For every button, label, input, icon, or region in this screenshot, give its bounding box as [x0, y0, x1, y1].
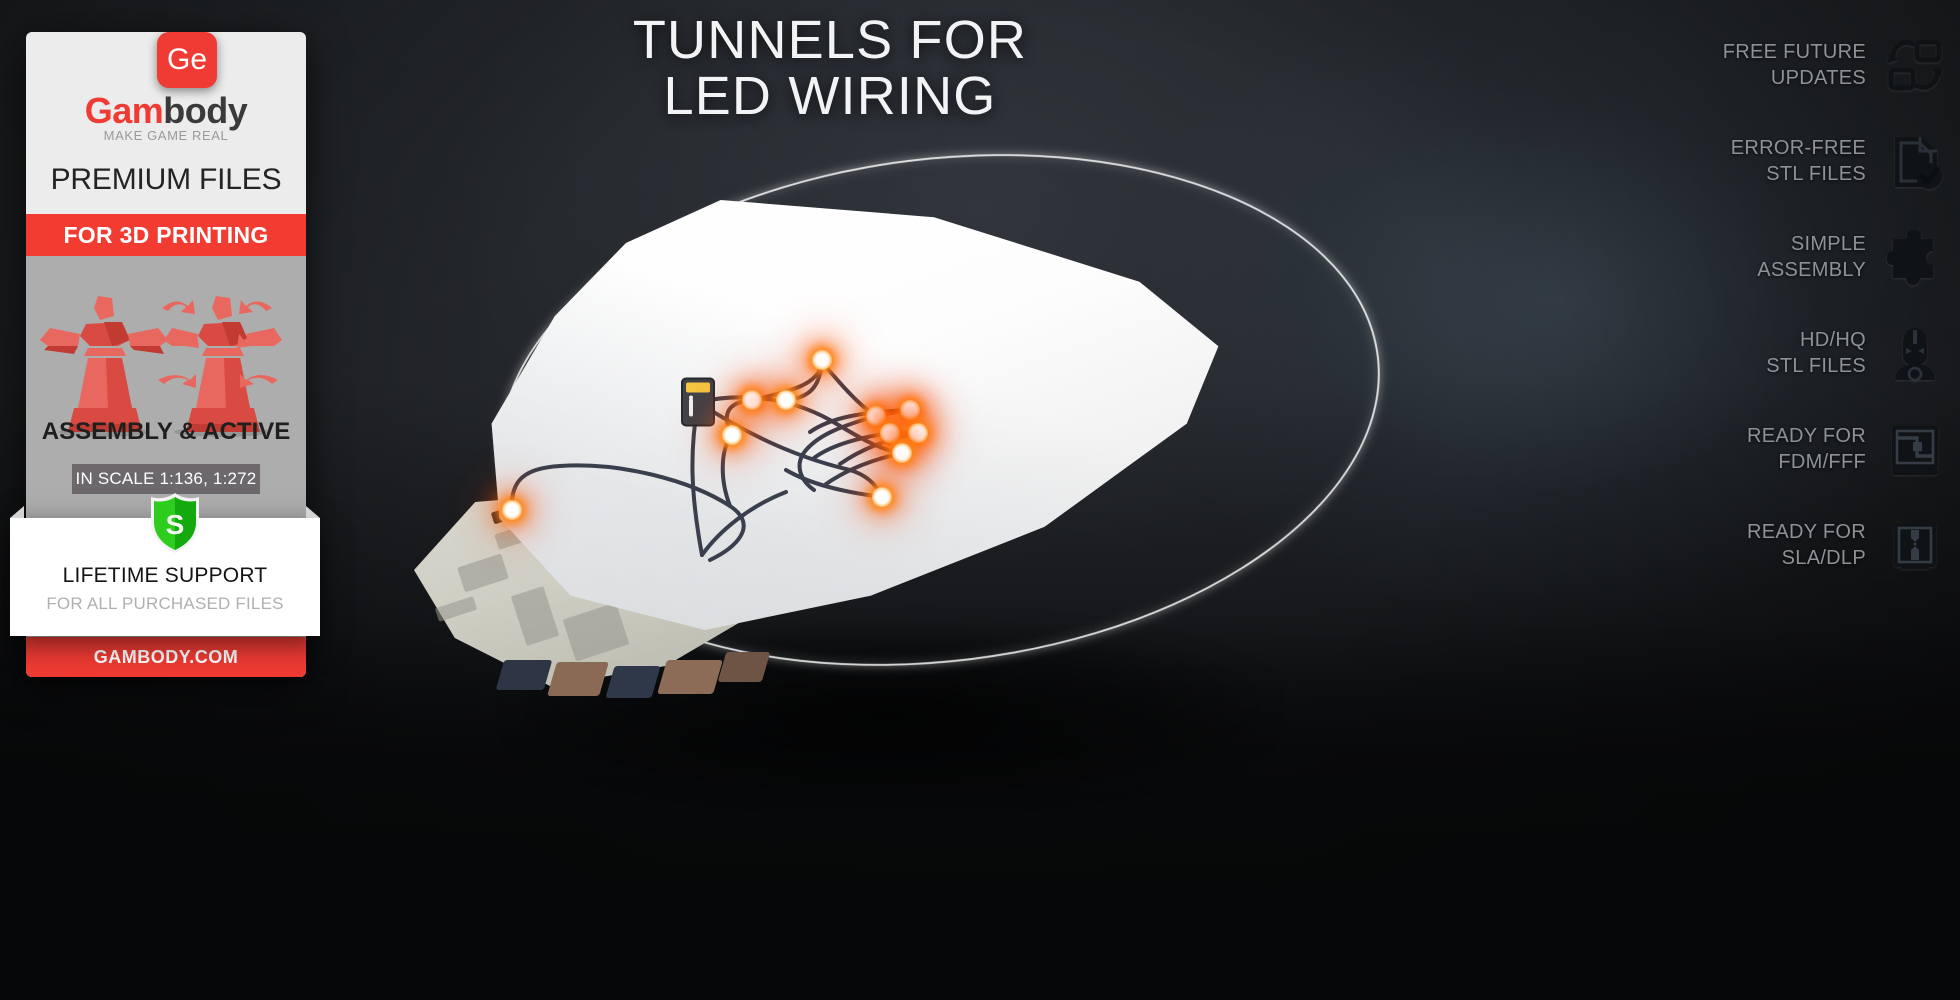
brand-tagline: MAKE GAME REAL — [103, 128, 229, 143]
battery-indicator — [689, 395, 693, 400]
feature-item-free-future-updates: FREE FUTURE UPDATES — [1646, 18, 1946, 114]
battery-cap — [686, 382, 710, 393]
feature-label: ERROR-FREE STL FILES — [1730, 137, 1866, 185]
brand-block: Gambody MAKE GAME REAL — [26, 90, 306, 143]
battery-pack — [681, 377, 715, 427]
fdm-printer-icon — [1884, 419, 1946, 481]
feature-label: SIMPLE ASSEMBLY — [1757, 233, 1866, 281]
helmet-bust-icon — [1884, 323, 1946, 385]
brand-wordmark: Gambody — [26, 90, 306, 132]
feature-item-simple-assembly: SIMPLE ASSEMBLY — [1646, 210, 1946, 306]
model-viewport — [390, 106, 1410, 850]
puzzle-piece-icon — [1884, 227, 1946, 289]
feature-item-ready-for-sla-dlp: READY FOR SLA/DLP — [1646, 498, 1946, 594]
gambody-logo-badge: Ge — [157, 32, 217, 88]
shield-icon: S — [149, 492, 201, 554]
ribbon-subtitle: FOR ALL PURCHASED FILES — [46, 594, 284, 613]
feature-label: READY FOR FDM/FFF — [1746, 425, 1866, 473]
title-line-2: LED WIRING — [663, 66, 997, 127]
battery-strip — [689, 398, 693, 417]
ribbon-title: LIFETIME SUPPORT — [62, 564, 268, 587]
lifetime-support-ribbon: S LIFETIME SUPPORT FOR ALL PURCHASED FIL… — [10, 493, 320, 636]
page-title: TUNNELS FOR LED WIRING — [420, 12, 1240, 124]
led-node — [908, 423, 928, 443]
brand-body: body — [163, 90, 248, 131]
led-node — [722, 425, 742, 445]
led-wiring-diagram — [509, 360, 920, 562]
document-check-icon — [1884, 131, 1946, 193]
feature-label: HD/HQ STL FILES — [1766, 329, 1866, 377]
scale-badge: IN SCALE 1:136, 1:272 — [72, 464, 260, 494]
shield-letter: S — [166, 509, 185, 540]
sync-updates-icon — [1884, 35, 1946, 97]
premium-files-label: PREMIUM FILES — [50, 163, 282, 196]
led-node — [872, 487, 892, 507]
feature-item-error-free-stl-files: ERROR-FREE STL FILES — [1646, 114, 1946, 210]
for-3d-printing-band: FOR 3D PRINTING — [26, 214, 306, 256]
feature-label: FREE FUTURE UPDATES — [1722, 41, 1866, 89]
title-line-1: TUNNELS FOR — [632, 10, 1028, 70]
sla-printer-icon — [1884, 515, 1946, 577]
led-node — [900, 400, 920, 420]
feature-list: FREE FUTURE UPDATES ERROR-FREE STL FILES — [1646, 18, 1946, 594]
led-node — [776, 390, 796, 410]
feature-item-hd-hq-stl-files: HD/HQ STL FILES — [1646, 306, 1946, 402]
led-node — [892, 443, 912, 463]
feature-label: READY FOR SLA/DLP — [1746, 521, 1866, 569]
assembly-figures — [26, 284, 306, 444]
gambody-url-footer: GAMBODY.COM — [26, 637, 306, 677]
led-node — [812, 350, 832, 370]
led-node — [866, 406, 886, 426]
led-node — [880, 423, 900, 443]
led-node — [742, 390, 762, 410]
led-node — [502, 500, 522, 520]
feature-item-ready-for-fdm-fff: READY FOR FDM/FFF — [1646, 402, 1946, 498]
assembly-active-label: ASSEMBLY & ACTIVE — [41, 418, 291, 445]
brand-gam: Gam — [84, 90, 164, 131]
